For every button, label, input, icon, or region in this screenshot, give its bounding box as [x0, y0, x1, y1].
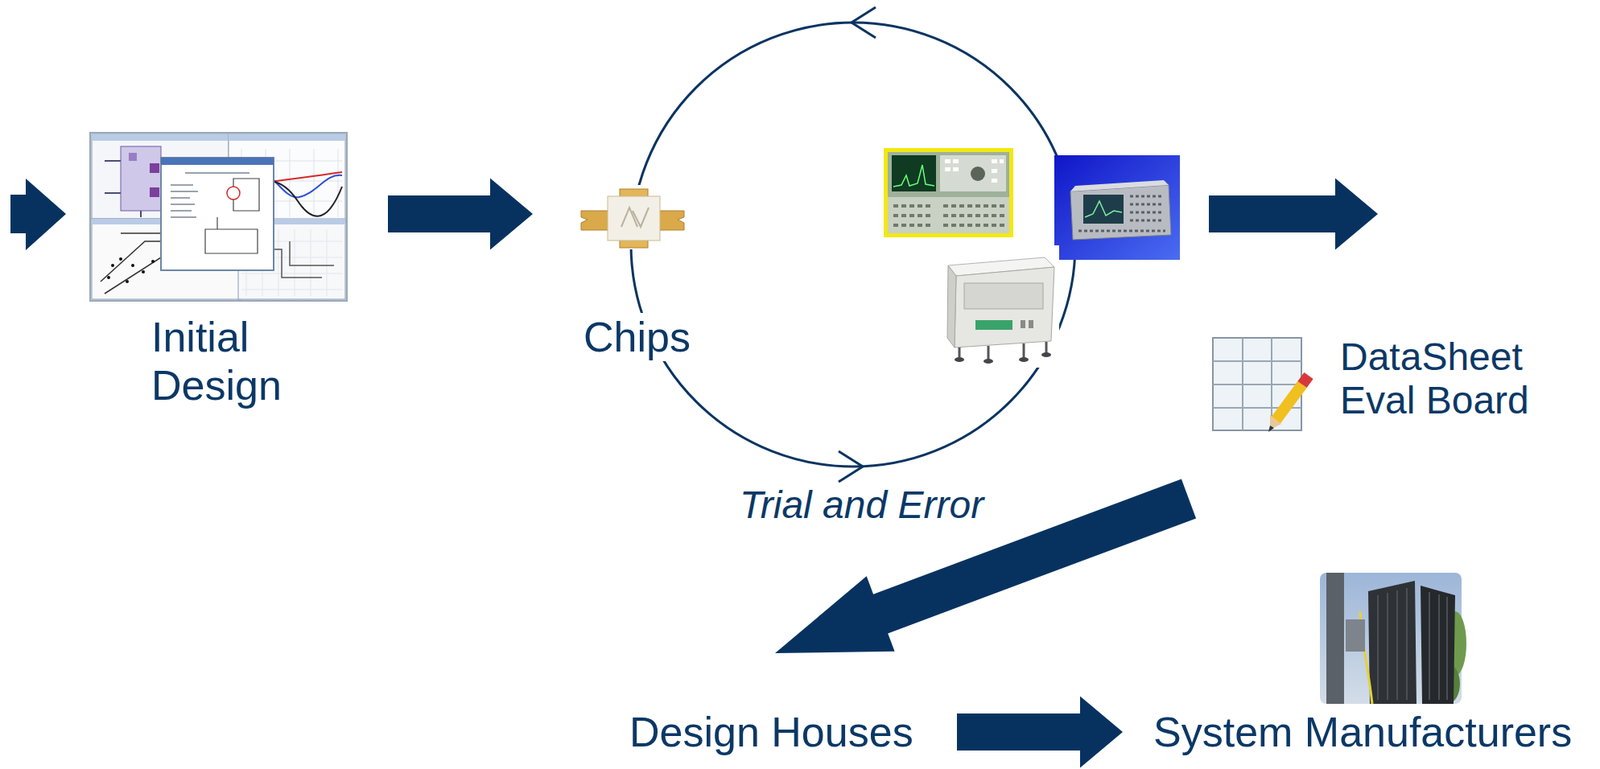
design-software-screenshot: [205, 178, 260, 254]
incoming-arrow: [10, 178, 66, 251]
network-analyzer-photo: [1054, 155, 1180, 260]
base-station-photo: [1345, 619, 1365, 652]
cycle-ring: [630, 22, 1076, 467]
datasheet-icon: [1268, 425, 1275, 433]
network-analyzer-photo: [1054, 155, 1180, 260]
flow-arrow: [387, 178, 533, 251]
design-software-screenshot: [120, 146, 161, 211]
spectrum-analyzer: [999, 159, 1004, 164]
chip-package: [607, 196, 660, 241]
customer-node: Design Houses: [629, 708, 917, 757]
spectrum-analyzer: [991, 169, 998, 174]
cycle-ring: [851, 7, 876, 38]
design-software-screenshot: [151, 259, 155, 264]
base-station-photo: [1326, 573, 1345, 705]
design-software-screenshot: [160, 157, 274, 165]
test-chamber: [1018, 357, 1029, 363]
spectrum-analyzer: [883, 148, 1014, 238]
datasheet-icon: [1302, 375, 1309, 385]
cycle-ring: [838, 451, 863, 483]
network-analyzer-photo: [1070, 180, 1169, 192]
spectrum-analyzer: [887, 197, 1010, 234]
node-label: Initial Design: [151, 313, 321, 410]
spectrum-analyzer: [887, 152, 1010, 234]
spectrum-analyzer: [883, 148, 1014, 238]
node-label: System Manufacturers: [1153, 708, 1572, 757]
spectrum-analyzer: [940, 155, 1007, 192]
design-software-screenshot: [160, 157, 274, 271]
design-step: Initial Design: [90, 132, 348, 410]
design-software-screenshot: [131, 263, 135, 268]
datasheet-icon: [1212, 338, 1302, 431]
base-station-photo: [1420, 585, 1456, 705]
test-cycle: Trial and Error Chips: [563, 8, 1192, 528]
spectrum-analyzer: [893, 164, 935, 187]
test-chamber: [933, 245, 1060, 368]
flow-arrow: [1208, 178, 1378, 251]
design-software-screenshot: [90, 132, 347, 302]
design-software-screenshot: [149, 163, 160, 174]
chip-package: [621, 207, 649, 227]
chip-step: Chips: [576, 189, 697, 362]
datasheet-step: DataSheet Eval Board: [1208, 329, 1580, 423]
node-label: Trial and Error: [739, 482, 984, 528]
design-software-screenshot: [91, 134, 229, 141]
spectrum-analyzer: [952, 159, 959, 164]
design-software-screenshot: [119, 257, 123, 261]
test-chamber: [1041, 352, 1052, 358]
node-label: Chips: [583, 313, 691, 362]
test-chamber: [1028, 320, 1034, 329]
design-software-screenshot: [125, 280, 129, 284]
test-chamber: [947, 265, 957, 348]
network-analyzer-photo: [1070, 185, 1172, 240]
test-chamber: [933, 245, 1060, 368]
test-chamber: [954, 357, 965, 363]
datasheet-icon: [1212, 338, 1302, 431]
customer-node: System Manufacturers: [1153, 567, 1576, 757]
design-software-screenshot: [111, 263, 115, 268]
network-analyzer-photo: [1078, 196, 1166, 231]
test-chamber: [959, 342, 1047, 361]
network-analyzer-photo: [1083, 194, 1124, 224]
node-label: Design Houses: [629, 708, 914, 757]
base-station-photo: [1319, 573, 1462, 705]
node-label: DataSheet Eval Board: [1340, 335, 1574, 423]
chip-package: [571, 185, 694, 250]
spectrum-analyzer: [944, 167, 951, 172]
spectrum-analyzer: [991, 159, 998, 164]
spectrum-analyzer: [991, 178, 998, 183]
test-chamber: [975, 320, 1013, 330]
datasheet-icon: [1212, 338, 1309, 433]
test-chamber: [964, 283, 1044, 310]
design-software-screenshot: [141, 270, 145, 274]
test-chamber: [1020, 320, 1026, 329]
test-chamber: [954, 267, 1055, 348]
design-software-screenshot: [228, 134, 346, 141]
chip-package: [571, 185, 694, 250]
design-software-screenshot: [128, 152, 137, 161]
design-software-screenshot: [107, 276, 111, 280]
datasheet-icon: [1274, 384, 1303, 422]
cycle-ring: [630, 7, 1076, 483]
base-station-photo: [1319, 573, 1467, 705]
design-software-screenshot: [226, 186, 240, 200]
design-software-screenshot: [149, 187, 160, 198]
network-analyzer-photo: [1084, 201, 1122, 218]
test-chamber: [983, 358, 994, 364]
spectrum-analyzer: [952, 167, 959, 172]
base-station-photo: [1368, 581, 1417, 705]
spectrum-analyzer: [944, 159, 951, 164]
design-software-screenshot: [90, 132, 347, 302]
base-station-photo: [1377, 588, 1448, 701]
spectrum-analyzer: [970, 166, 986, 182]
flow-arrow: [956, 696, 1123, 769]
spectrum-analyzer: [891, 155, 937, 192]
spectrum-analyzer: [893, 206, 1005, 226]
